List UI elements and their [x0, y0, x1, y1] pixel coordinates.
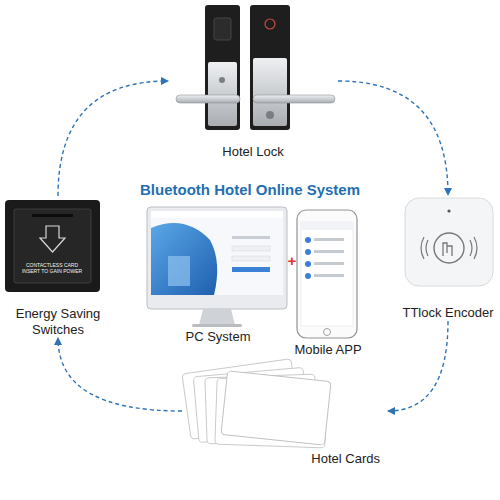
screen-form-line	[232, 236, 270, 239]
encoder-led	[447, 209, 450, 212]
screen-form-button	[232, 267, 270, 272]
encoder-body	[405, 198, 493, 286]
pc-picture	[147, 207, 287, 327]
component-label: PC System	[185, 329, 250, 345]
phone-home-button	[324, 329, 331, 336]
component-node: TTlock Encoder	[398, 195, 498, 321]
lock-screw	[219, 77, 225, 83]
phone-picture	[297, 210, 357, 338]
component-label: TTlock Encoder	[402, 305, 493, 321]
lock-right-metal	[253, 58, 287, 126]
monitor-stand	[199, 309, 235, 325]
monitor-body	[147, 207, 287, 309]
screen-form-field	[232, 256, 270, 261]
lock-right-lever	[253, 95, 335, 103]
lock-left-plate	[205, 5, 240, 130]
diagram-title: Bluetooth Hotel Online System	[0, 181, 500, 198]
component-label: Mobile APP	[294, 342, 361, 358]
flow-arrow	[338, 81, 448, 195]
switch-print: CONTACTLESS CARD INSERT TO GAIN POWER	[17, 262, 87, 274]
list-icon	[305, 237, 311, 243]
screen-form-field	[232, 246, 270, 251]
switch-arrow	[40, 226, 65, 252]
flow-arrow	[58, 338, 182, 411]
component-label: Hotel Lock	[222, 144, 283, 160]
component-node: Hotel Lock	[168, 2, 338, 160]
lock-reader-light	[265, 19, 275, 29]
flow-arrow	[388, 321, 448, 411]
lock-right-plate	[250, 5, 290, 130]
cards-picture	[182, 359, 331, 448]
switch-frame	[5, 200, 100, 292]
monitor-screen	[151, 211, 283, 295]
list-line	[314, 262, 344, 265]
switch-face	[14, 209, 91, 283]
switch-picture	[5, 200, 100, 292]
component-node: PC System	[142, 202, 294, 345]
hotel-lock-picture	[176, 5, 335, 130]
screen-building	[168, 256, 190, 286]
lock-left-lever	[176, 95, 240, 103]
component-node: Mobile APP	[289, 206, 367, 358]
screen-topbar	[151, 211, 283, 218]
encoder-ring	[434, 233, 464, 263]
screen-art	[151, 223, 217, 295]
switch-slot	[32, 214, 73, 217]
encoder-picture	[405, 198, 493, 286]
lock-left-metal	[208, 62, 237, 126]
list-line	[314, 250, 344, 253]
phone-header	[301, 222, 353, 230]
component-label: Energy Saving Switches	[3, 306, 113, 338]
card	[221, 371, 331, 446]
monitor-base	[192, 324, 242, 327]
lock-reader	[214, 18, 231, 40]
encoder-hand	[443, 243, 452, 256]
phone-screen	[301, 222, 353, 326]
plus-sign: +	[284, 253, 300, 269]
flow-arrow	[58, 81, 168, 196]
list-line	[314, 274, 344, 277]
phone-body	[297, 210, 357, 338]
list-line	[314, 238, 344, 241]
list-icon	[305, 249, 311, 255]
component-node: Hotel Cards	[182, 355, 388, 467]
encoder-waves	[421, 237, 477, 259]
lock-key-cylinder	[266, 111, 274, 119]
component-label: Hotel Cards	[311, 451, 380, 467]
list-icon	[305, 273, 311, 279]
list-icon	[305, 261, 311, 267]
